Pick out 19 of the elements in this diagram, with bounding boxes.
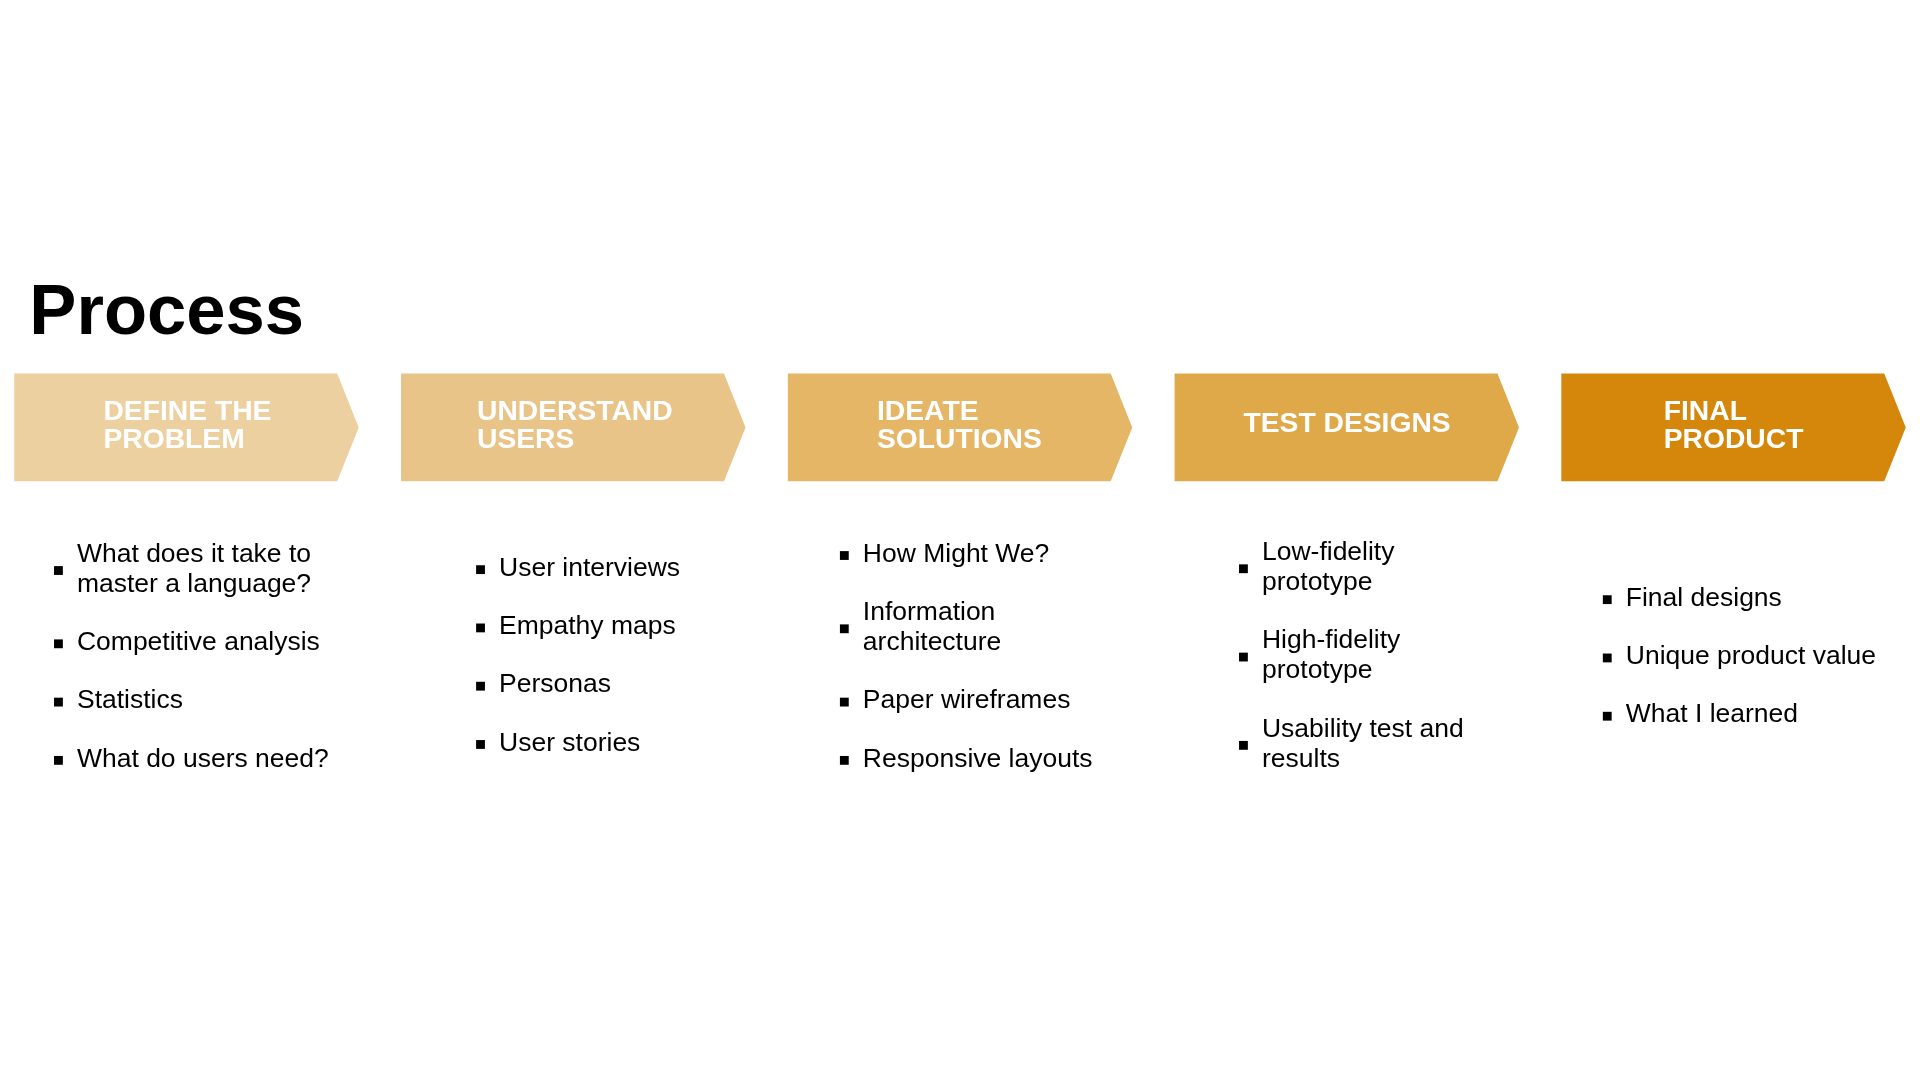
node-label: Personas (499, 667, 611, 698)
node-label: User stories (499, 726, 641, 757)
node-label: Responsive layouts (862, 742, 1093, 773)
node-label: High-fidelity prototype (1261, 623, 1401, 684)
node-label: What I learned (1625, 697, 1799, 728)
node-label: Paper wireframes (862, 683, 1071, 714)
node-label: What does it take to master a language? (76, 537, 312, 598)
node-label: Low-fidelity prototype (1261, 535, 1395, 596)
node-label: Final designs (1625, 581, 1782, 612)
node-label: Information architecture (862, 595, 1002, 656)
diagram-title: Process (29, 269, 305, 349)
node-label: Usability test and results (1261, 712, 1464, 773)
node-label: User interviews (499, 551, 681, 582)
node-label: Unique product value (1625, 639, 1877, 670)
node-label: Statistics (76, 683, 183, 714)
node-label: How Might We? (862, 537, 1050, 568)
node-label: Empathy maps (499, 609, 676, 640)
node-label: Competitive analysis (76, 625, 320, 656)
node-label: What do users need? (76, 742, 329, 773)
